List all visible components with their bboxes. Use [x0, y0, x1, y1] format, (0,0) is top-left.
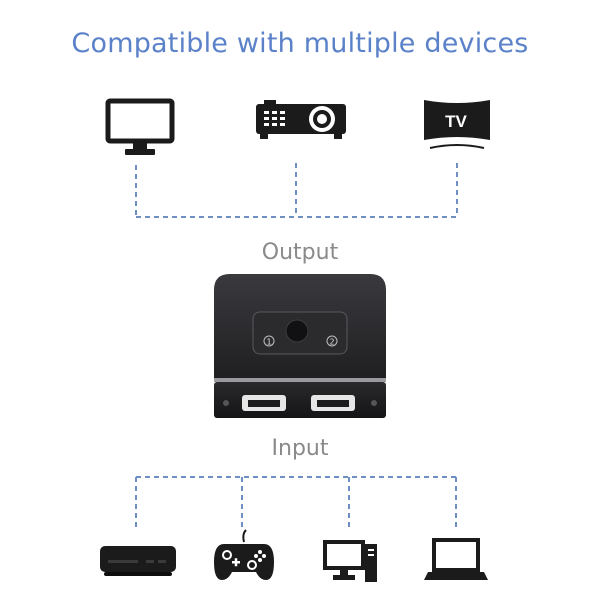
- gamepad-icon: [214, 529, 274, 580]
- output-label: Output: [261, 240, 339, 265]
- desktop-pc-icon: [323, 540, 377, 582]
- monitor-icon: [105, 98, 175, 155]
- port-2-label: 2: [329, 338, 334, 347]
- headline: Compatible with multiple devices: [71, 28, 529, 59]
- hdmi-switch-device: 1 2: [214, 274, 386, 418]
- port-1-label: 1: [266, 338, 271, 347]
- tv-box-icon: [100, 546, 176, 576]
- projector-icon: [256, 100, 346, 139]
- tv-screen-label: TV: [445, 112, 467, 131]
- input-label: Input: [271, 436, 329, 461]
- tv-icon: [424, 100, 490, 149]
- laptop-icon: [424, 538, 488, 580]
